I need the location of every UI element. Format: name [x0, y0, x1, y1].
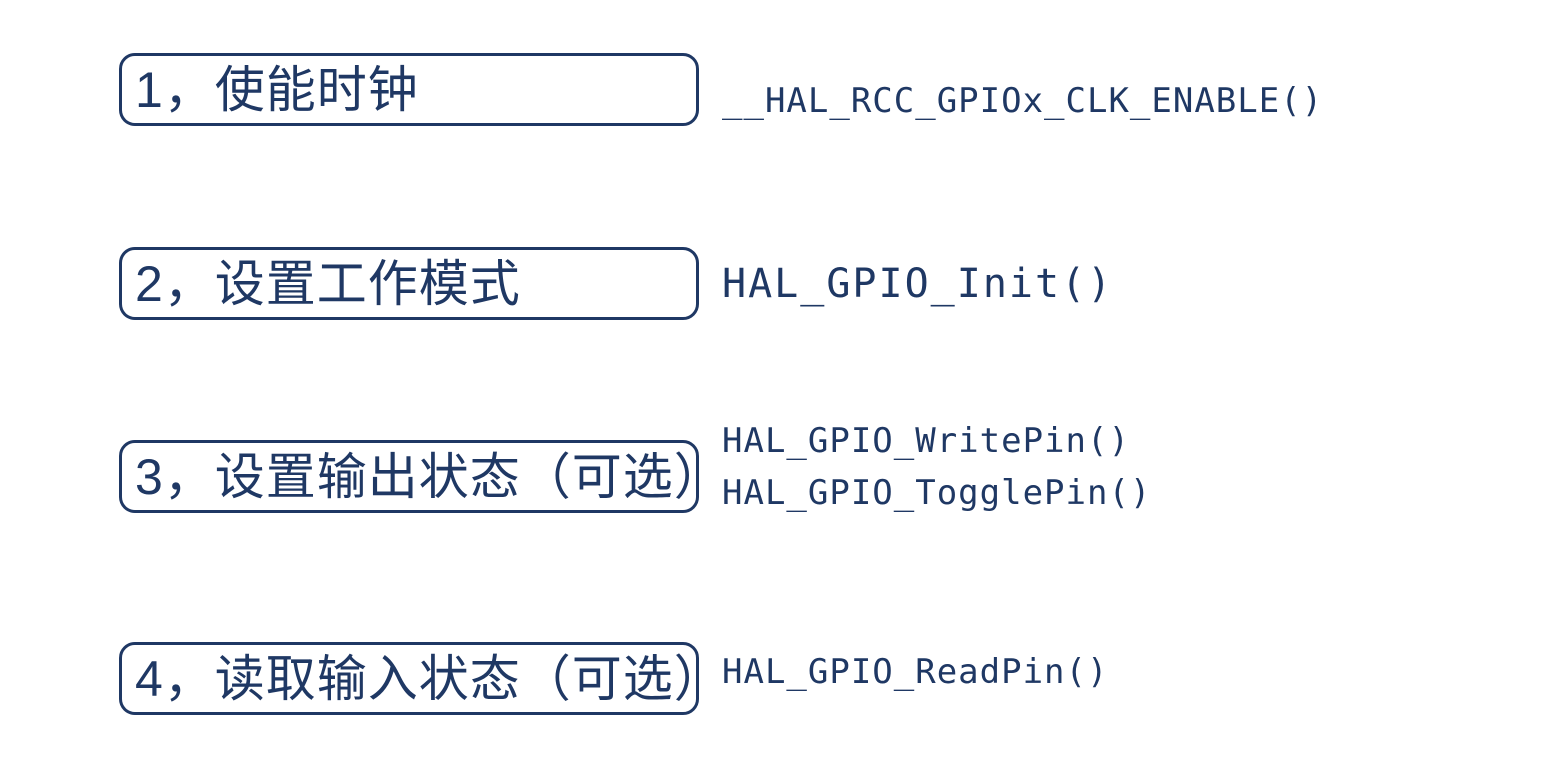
function-name: HAL_GPIO_ReadPin(): [722, 652, 1109, 692]
step-4-label: 4，读取输入状态（可选）: [135, 650, 725, 707]
function-name: HAL_GPIO_Init(): [722, 261, 1114, 307]
step-3-function-list: HAL_GPIO_WritePin() HAL_GPIO_TogglePin(): [722, 415, 1151, 519]
step-4-function-list: HAL_GPIO_ReadPin(): [722, 646, 1108, 698]
step-1-function-list: __HAL_RCC_GPIOx_CLK_ENABLE(): [722, 77, 1323, 125]
step-4-box: 4，读取输入状态（可选）: [119, 642, 724, 715]
step-1-label: 1，使能时钟: [135, 61, 419, 118]
step-1-box: 1，使能时钟: [119, 53, 699, 126]
step-3-label: 3，设置输出状态（可选）: [135, 448, 725, 505]
step-2-box: 2，设置工作模式: [119, 247, 699, 320]
function-name: HAL_GPIO_TogglePin(): [722, 473, 1152, 513]
function-name: __HAL_RCC_GPIOx_CLK_ENABLE(): [722, 81, 1324, 121]
step-2-label: 2，设置工作模式: [135, 255, 521, 312]
function-name: HAL_GPIO_WritePin(): [722, 421, 1130, 461]
step-2-function-list: HAL_GPIO_Init(): [722, 258, 1113, 310]
step-3-box: 3，设置输出状态（可选）: [119, 440, 724, 513]
